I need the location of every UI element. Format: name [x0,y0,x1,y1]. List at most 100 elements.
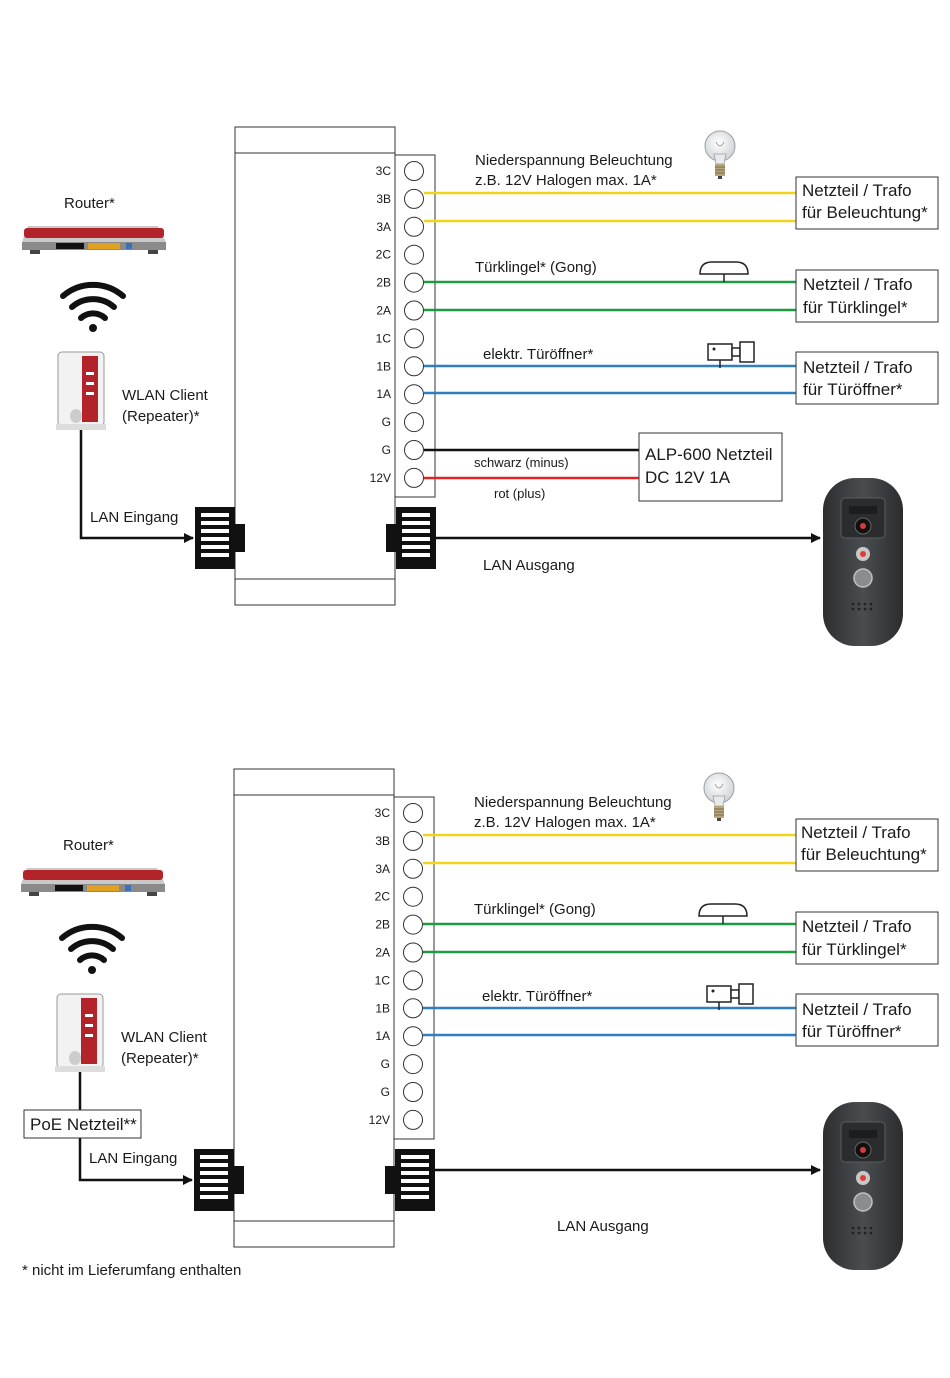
bottom-lan-out-label: LAN Ausgang [557,1218,649,1235]
terminal-screw [404,328,424,349]
terminal-label: 2A [375,946,390,960]
top-rj45-in-icon [195,507,235,569]
bottom-psu-opener-label-2: für Türöffner* [802,1022,902,1041]
top-client-label-2: (Repeater)* [122,408,200,425]
gong-icon [699,261,749,283]
top-rj45-out-icon [396,507,436,569]
router-icon [22,226,166,254]
terminal-label: 1A [375,1029,390,1043]
top-opener-label: elektr. Türöffner* [483,346,594,363]
terminal-screw [403,1082,423,1102]
terminal-screw [403,1026,423,1047]
terminal-label: 1C [376,331,392,345]
wifi-icon [63,285,123,332]
top-lan-out-label: LAN Ausgang [483,557,575,574]
terminal-label: 2C [375,890,391,904]
bottom-client-label-1: WLAN Client [121,1029,208,1046]
terminal-screw [404,440,424,460]
terminal-screw [403,858,423,879]
top-minus-label: schwarz (minus) [474,455,569,470]
bottom-terminal-strip [393,796,435,1140]
top-alp-label-1: ALP-600 Netzteil [645,445,773,464]
terminal-screw [404,384,424,405]
terminal-screw [403,1109,423,1130]
bottom-lighting-label-2: z.B. 12V Halogen max. 1A* [474,814,656,831]
terminal-screw [404,356,424,377]
terminal-label: 3C [376,164,392,178]
top-psu-light-box [795,176,939,230]
terminal-label: G [381,1085,390,1099]
terminal-label: 3B [375,834,390,848]
terminal-screw [403,830,423,851]
terminal-screw [404,300,424,321]
terminal-label: 2A [376,304,391,318]
light-bulb-icon [704,130,736,180]
door-opener-icon [706,983,754,1011]
top-alp-box [638,432,783,502]
terminal-label: 1C [375,973,391,987]
wlan-client-icon [55,351,107,431]
top-psu-opener-label-1: Netzteil / Trafo [803,358,913,377]
top-bell-label: Türklingel* (Gong) [475,259,597,276]
terminal-screw [404,216,424,237]
bottom-psu-bell-label-1: Netzteil / Trafo [802,917,912,936]
terminal-screw [404,467,424,488]
top-alp-label-2: DC 12V 1A [645,468,731,487]
terminal-label: 1B [376,359,391,373]
bottom-module [233,768,395,1248]
door-opener-icon [707,341,755,369]
top-lighting-label-1: Niederspannung Beleuchtung [475,152,673,169]
terminal-label: G [381,1057,390,1071]
wlan-client-icon [54,993,106,1073]
top-lighting-label-2: z.B. 12V Halogen max. 1A* [475,172,657,189]
terminal-label: 12V [370,471,391,485]
doorbell-camera-icon [822,1101,904,1271]
bottom-client-label-2: (Repeater)* [121,1050,199,1067]
top-terminal-strip [394,154,436,498]
bottom-rj45-out-icon [395,1149,435,1211]
terminal-label: 2B [376,276,391,290]
terminal-label: 3A [375,862,390,876]
wifi-icon [62,927,122,974]
bottom-psu-light-label-1: Netzteil / Trafo [801,823,911,842]
top-lan-in-label: LAN Eingang [90,509,178,526]
terminal-screw [403,914,423,935]
terminal-screw [403,998,423,1019]
top-client-label-1: WLAN Client [122,387,209,404]
terminal-screw [404,412,424,433]
bottom-router-label: Router* [63,837,114,854]
terminal-screw [403,942,423,963]
terminal-label: 3B [376,192,391,206]
terminal-label: 12V [369,1113,390,1127]
bottom-psu-opener-label-1: Netzteil / Trafo [802,1000,912,1019]
bottom-lan-in-cable [78,1138,193,1185]
terminal-screw [403,1054,423,1075]
terminal-screw [404,161,424,181]
top-psu-light-label-2: für Beleuchtung* [802,203,928,222]
terminal-screw [403,886,423,907]
terminal-label: G [382,443,391,457]
bottom-psu-light-label-2: für Beleuchtung* [801,845,927,864]
top-psu-light-label-1: Netzteil / Trafo [802,181,912,200]
bottom-lighting-label-1: Niederspannung Beleuchtung [474,794,672,811]
bottom-rj45-in-icon [194,1149,234,1211]
top-router-label: Router* [64,195,115,212]
terminal-screw [404,244,424,265]
bottom-psu-bell-box [795,911,939,965]
top-psu-opener-label-2: für Türöffner* [803,380,903,399]
terminal-label: 3A [376,220,391,234]
bottom-psu-bell-label-2: für Türklingel* [802,940,907,959]
terminal-screw [404,272,424,293]
terminal-label: 2C [376,248,392,262]
doorbell-camera-icon [822,477,904,647]
poe-label: PoE Netzteil** [30,1115,137,1134]
terminal-label: G [382,415,391,429]
top-psu-bell-label-1: Netzteil / Trafo [803,275,913,294]
terminal-label: 2B [375,918,390,932]
poe-box [23,1109,142,1139]
